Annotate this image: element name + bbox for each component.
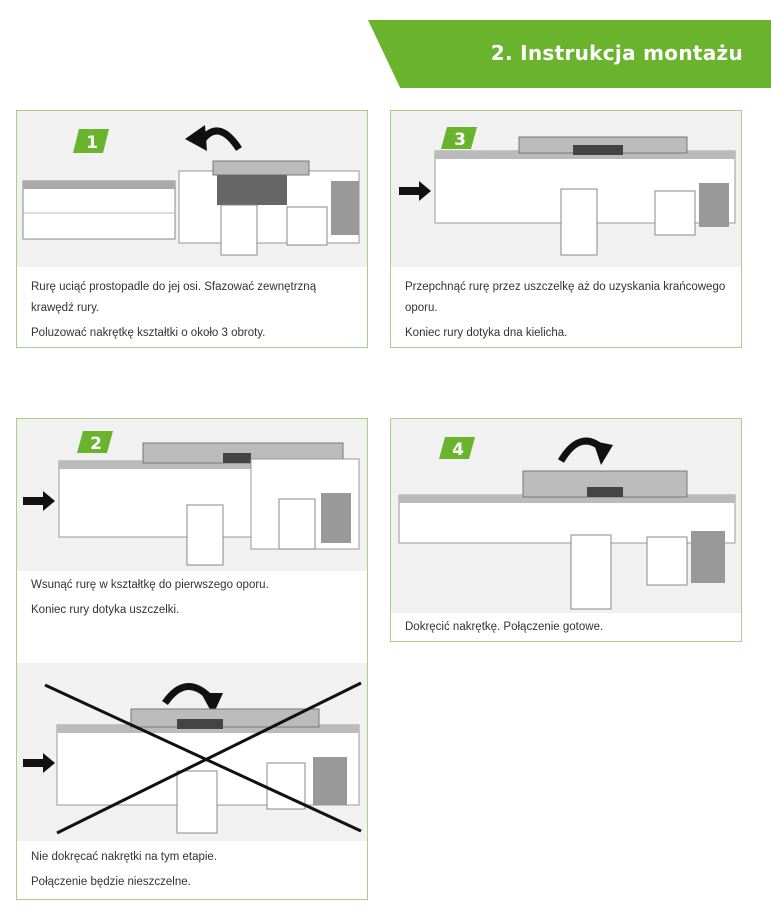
step-number: 1 <box>86 133 98 153</box>
caption-line: Koniec rury dotyka dna kielicha. <box>405 327 568 339</box>
fitting-drawing <box>178 160 360 256</box>
pipe-drawing <box>22 180 176 240</box>
step-4-panel: 4 Dokręcić nakrętkę. Połączenie gotowe. <box>390 418 742 642</box>
step-number-badge: 4 <box>439 437 475 460</box>
caption-line: Połączenie będzie nieszczelne. <box>31 876 191 888</box>
step-4-illustration: 4 <box>391 419 741 613</box>
caption-line: Poluzować nakrętkę kształtki o około 3 o… <box>31 327 266 339</box>
step-1-panel: 1 Rurę uciąć prostopadle do jej osi. <box>16 110 368 348</box>
step-1-caption: Rurę uciąć prostopadle do jej osi. Sfazo… <box>31 277 353 348</box>
step-number: 4 <box>452 440 464 460</box>
assembly-drawing <box>398 470 736 610</box>
curved-arrow-icon <box>185 125 242 151</box>
section-header: 2. Instrukcja montażu <box>368 20 771 88</box>
step-2-illustration: 2 <box>17 419 367 571</box>
step-number-badge: 2 <box>77 431 113 454</box>
step-3-illustration: 3 <box>391 111 741 267</box>
caption-line: Rurę uciąć prostopadle do jej osi. Sfazo… <box>31 281 317 314</box>
step-4-caption: Dokręcić nakrętkę. Połączenie gotowe. <box>405 617 727 642</box>
curved-arrow-icon <box>162 683 223 715</box>
caption-line: Nie dokręcać nakrętki na tym etapie. <box>31 851 218 863</box>
step-1-illustration: 1 <box>17 111 367 267</box>
step-2-panel: 2 Wsunąć rurę w kształtkę do pierwszego … <box>16 418 368 900</box>
insert-arrow-icon <box>23 753 55 773</box>
caption-line: Koniec rury dotyka uszczelki. <box>31 604 180 616</box>
wrong-cross-icon <box>44 681 362 835</box>
insert-arrow-icon <box>23 491 55 511</box>
caption-line: Dokręcić nakrętkę. Połączenie gotowe. <box>405 621 604 633</box>
step-2-caption: Wsunąć rurę w kształtkę do pierwszego op… <box>31 575 353 625</box>
curved-arrow-icon <box>557 437 613 465</box>
step-number: 3 <box>454 130 466 150</box>
step-3-caption: Przepchnąć rurę przez uszczelkę aż do uz… <box>405 277 727 348</box>
caption-line: Wsunąć rurę w kształtkę do pierwszego op… <box>31 579 269 591</box>
step-number-badge: 3 <box>441 127 477 150</box>
step-3-panel: 3 Przepchnąć rurę przez uszczelkę aż do … <box>390 110 742 348</box>
caption-line: Przepchnąć rurę przez uszczelkę aż do uz… <box>405 281 726 314</box>
assembly-drawing <box>58 442 360 566</box>
warning-illustration <box>17 663 367 841</box>
warning-caption: Nie dokręcać nakrętki na tym etapie. Poł… <box>31 847 353 897</box>
section-title: 2. Instrukcja montażu <box>490 41 743 65</box>
step-number-badge: 1 <box>73 129 109 153</box>
assembly-drawing <box>56 708 360 834</box>
assembly-drawing <box>434 136 736 256</box>
insert-arrow-icon <box>399 181 431 201</box>
step-number: 2 <box>90 434 102 454</box>
